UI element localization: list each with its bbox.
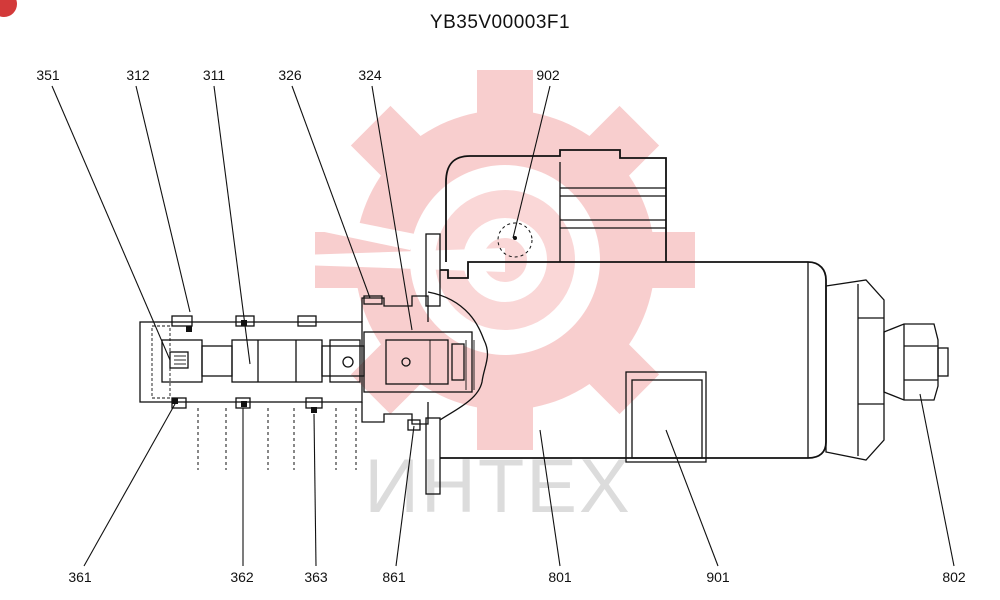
callout-802: 802: [942, 569, 966, 585]
callout-312: 312: [126, 67, 150, 83]
callout-861: 861: [382, 569, 406, 585]
callout-362: 362: [230, 569, 254, 585]
callout-351: 351: [36, 67, 60, 83]
watermark-gear-icon: [300, 70, 695, 450]
callout-324: 324: [358, 67, 382, 83]
callout-311: 311: [203, 67, 226, 83]
callout-361: 361: [68, 569, 92, 585]
drawing-title: YB35V00003F1: [429, 12, 571, 33]
callout-326: 326: [278, 67, 302, 83]
callout-801: 801: [548, 569, 572, 585]
corner-badge-icon: [0, 0, 17, 17]
callout-901: 901: [706, 569, 730, 585]
callout-363: 363: [304, 569, 328, 585]
leader-lines: [51, 85, 955, 567]
callout-902: 902: [536, 67, 560, 83]
valve-body: [139, 149, 949, 495]
watermark-text: ИНТЕХ: [364, 444, 631, 529]
